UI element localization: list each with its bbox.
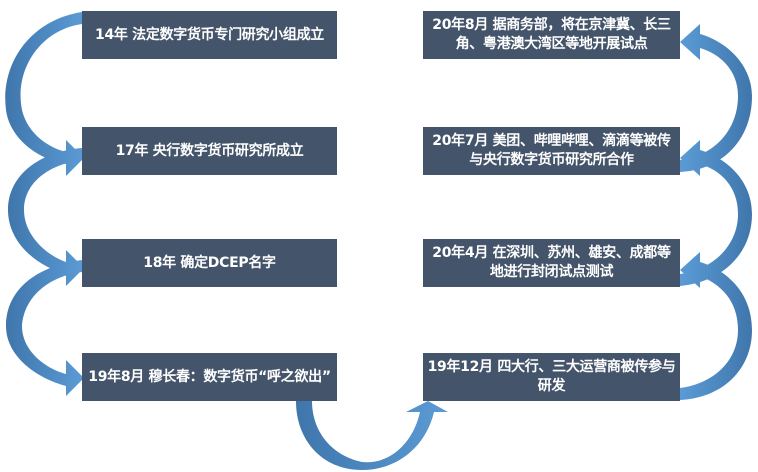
step-text: 19年8月 穆长春：数字货币“呼之欲出” bbox=[88, 368, 331, 385]
step-text: 17年 央行数字货币研究所成立 bbox=[115, 142, 304, 159]
timeline-step-2020-04: 20年4月 在深圳、苏州、雄安、成都等地进行封闭试点测试 bbox=[423, 239, 680, 287]
timeline-step-2018: 18年 确定DCEP名字 bbox=[82, 239, 337, 287]
timeline-step-2017: 17年 央行数字货币研究所成立 bbox=[82, 127, 337, 175]
arrow-s5-to-s6 bbox=[680, 252, 752, 400]
timeline-step-2020-07: 20年7月 美团、哔哩哔哩、滴滴等被传与央行数字货币研究所合作 bbox=[423, 127, 680, 175]
step-text: 18年 确定DCEP名字 bbox=[143, 254, 276, 271]
step-text: 20年4月 在深圳、苏州、雄安、成都等地进行封闭试点测试 bbox=[432, 245, 671, 280]
arrow-s1-to-s2 bbox=[5, 12, 85, 176]
timeline-step-2014: 14年 法定数字货币专门研究小组成立 bbox=[82, 11, 337, 59]
step-text: 20年8月 据商务部，将在京津冀、长三角、粤港澳大湾区等地开展试点 bbox=[432, 17, 671, 52]
arrow-s3-to-s4 bbox=[6, 260, 84, 396]
step-text: 14年 法定数字货币专门研究小组成立 bbox=[95, 26, 324, 43]
step-text: 19年12月 四大行、三大运营商被传参与研发 bbox=[427, 359, 676, 394]
arrow-s6-to-s7 bbox=[680, 140, 752, 286]
arrow-s7-to-s8 bbox=[680, 24, 752, 172]
timeline-step-2019-08: 19年8月 穆长春：数字货币“呼之欲出” bbox=[82, 353, 337, 401]
arrow-s2-to-s3 bbox=[8, 148, 84, 286]
step-text: 20年7月 美团、哔哩哔哩、滴滴等被传与央行数字货币研究所合作 bbox=[432, 133, 671, 168]
timeline-step-2020-08: 20年8月 据商务部，将在京津冀、长三角、粤港澳大湾区等地开展试点 bbox=[423, 11, 680, 59]
arrow-s4-to-s5 bbox=[296, 401, 448, 470]
timeline-step-2019-12: 19年12月 四大行、三大运营商被传参与研发 bbox=[423, 353, 680, 401]
